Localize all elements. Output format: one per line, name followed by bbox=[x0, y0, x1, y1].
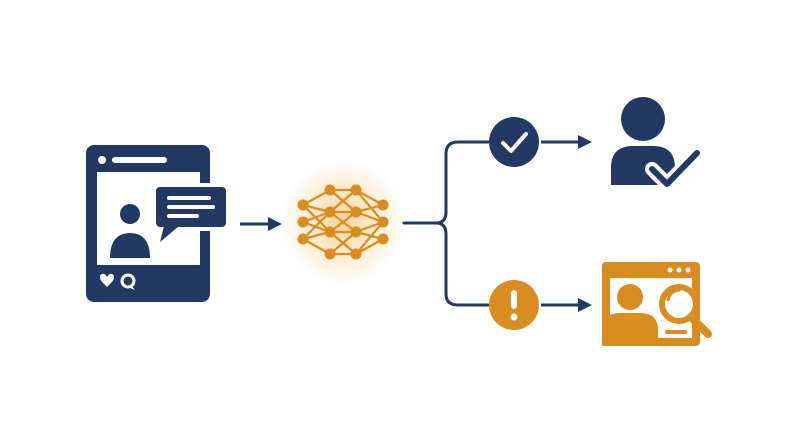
review-search-icon bbox=[602, 262, 712, 346]
social-post-icon bbox=[86, 145, 230, 302]
arrow-to-review bbox=[541, 298, 592, 312]
arrow-to-model bbox=[240, 217, 282, 231]
exclamation-circle-icon bbox=[489, 280, 539, 330]
arrow-to-verified bbox=[541, 135, 592, 149]
neural-network-icon bbox=[281, 160, 405, 284]
verified-user-icon bbox=[611, 97, 704, 191]
branch-connector bbox=[402, 140, 490, 307]
check-circle-icon bbox=[489, 117, 539, 167]
